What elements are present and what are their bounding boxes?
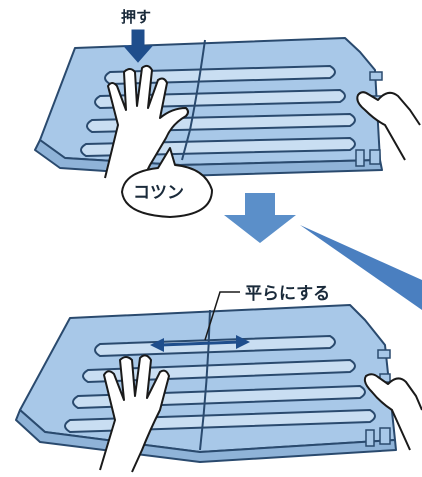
flatten-label: 平らにする	[245, 284, 330, 304]
flatten-callout: 平らにする	[204, 284, 330, 341]
push-label: 押す	[121, 8, 151, 26]
click-sound-bubble: コツン	[121, 147, 213, 218]
bottom-mat-panel	[15, 304, 397, 463]
top-mat-fold-seam	[181, 39, 206, 161]
click-sound-label: コツン	[133, 183, 184, 203]
right-hand-holding-bottom	[363, 373, 422, 451]
right-hand-holding	[356, 91, 421, 161]
step-arrow-icon	[224, 193, 296, 243]
down-arrow-icon	[122, 29, 154, 63]
double-arrow-icon	[150, 335, 250, 352]
top-mat-panel	[34, 37, 383, 177]
left-hand-pressing	[104, 64, 189, 186]
left-hand-flattening	[99, 354, 170, 473]
light-beam	[300, 225, 422, 310]
